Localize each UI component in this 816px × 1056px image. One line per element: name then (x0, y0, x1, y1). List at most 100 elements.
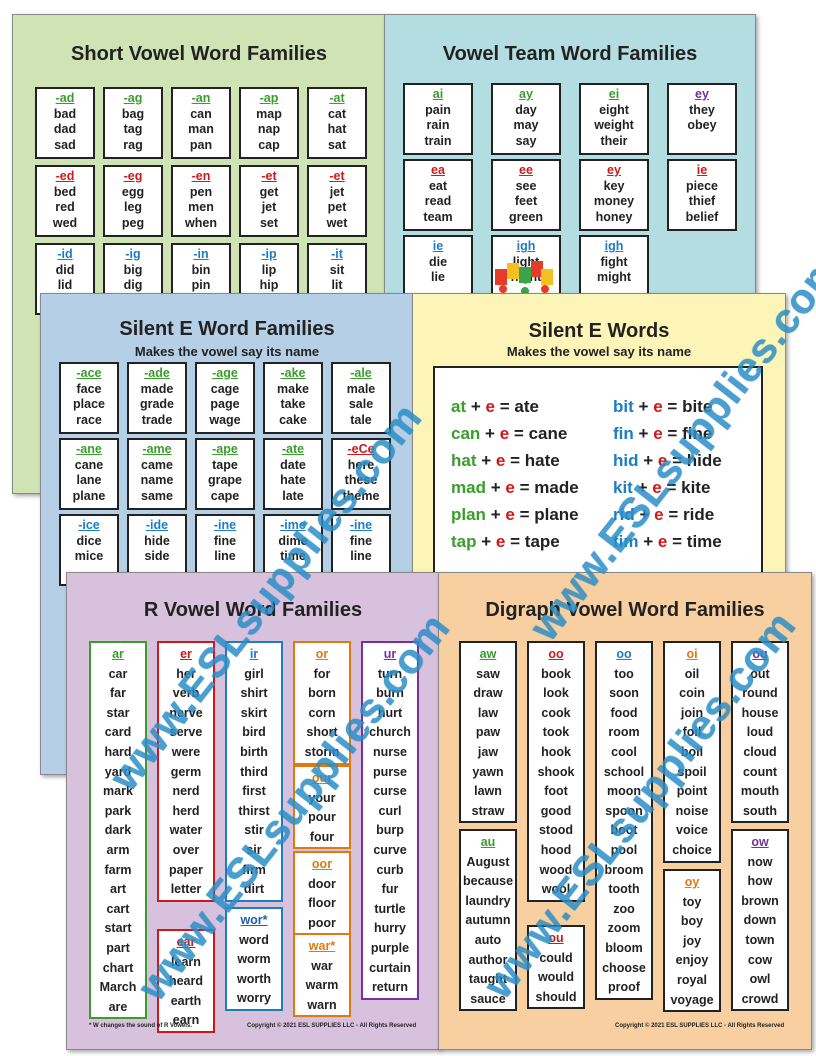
family-word: dime (278, 533, 308, 548)
equals-sign: = (510, 451, 521, 470)
family-word: worth (236, 971, 272, 986)
family-word: lip (261, 262, 277, 277)
plus-sign: + (643, 451, 654, 470)
family-heading: -ime (280, 518, 306, 532)
family-word: first (242, 784, 266, 799)
family-word: pool (610, 842, 638, 857)
family-heading: -ale (350, 366, 372, 380)
family-heading: -et (261, 169, 277, 183)
family-word: belief (685, 209, 719, 224)
family-word: fine (213, 533, 237, 548)
family-word: zoo (613, 901, 635, 916)
family-word: purple (370, 940, 410, 955)
family-heading: -ad (55, 91, 75, 105)
family-word: born (308, 686, 336, 701)
family-word: worm (237, 952, 271, 967)
plus-sign: + (481, 451, 492, 470)
family-heading: ur (383, 647, 397, 661)
family-word: took (542, 725, 570, 740)
family-word: herd (172, 803, 200, 818)
family-word: date (280, 457, 306, 472)
family-word: birth (240, 744, 268, 759)
family-word: hook (541, 744, 571, 759)
family-word: curl (378, 803, 402, 818)
family-word: thief (688, 194, 716, 208)
family-word: spoil (677, 764, 707, 779)
family-word: sat (327, 137, 347, 152)
family-heading: igh (516, 239, 536, 253)
base-word: tap (451, 532, 477, 551)
family-word: four (309, 829, 335, 844)
family-word: how (747, 874, 773, 889)
silent-e-words-title: Silent E Words (528, 320, 670, 342)
family-word: earth (170, 993, 202, 1008)
e-letter: e (653, 397, 663, 416)
family-word: cool (611, 744, 637, 759)
family-word: red (55, 200, 75, 214)
family-heading: -ice (78, 518, 100, 532)
family-heading: -ane (76, 442, 102, 456)
family-word: map (256, 106, 282, 121)
silent-e-equation: fin + e = fine (613, 424, 712, 444)
equals-sign: = (672, 451, 683, 470)
family-heading: wor* (240, 913, 268, 927)
family-word: cane (74, 457, 104, 472)
equals-sign: = (668, 505, 679, 524)
family-word: enjoy (675, 953, 709, 968)
silent-e-equation: plan + e = plane (451, 505, 579, 525)
family-word: lane (76, 473, 102, 487)
family-word: nap (257, 122, 281, 136)
family-word: farm (104, 862, 132, 877)
plus-sign: + (490, 478, 501, 497)
family-word: point (676, 784, 708, 799)
result-word: kite (681, 478, 711, 497)
family-word: foil (682, 725, 702, 740)
family-heading: ee (519, 163, 533, 177)
family-word: star (106, 705, 130, 720)
family-heading: -eCe (347, 442, 375, 456)
plus-sign: + (481, 532, 492, 551)
family-word: plane (72, 488, 106, 503)
family-word: hood (540, 842, 572, 857)
family-heading: -eg (123, 169, 143, 183)
e-letter: e (652, 478, 662, 497)
family-heading: ey (607, 163, 621, 177)
family-word: book (541, 666, 571, 681)
family-word: count (742, 764, 778, 779)
family-word: thirst (238, 803, 270, 818)
family-word: your (308, 790, 336, 805)
family-word: learn (171, 954, 201, 969)
family-word: war (311, 958, 333, 973)
family-word: spoon (605, 803, 643, 818)
family-word: dark (104, 823, 132, 838)
family-word: floor (308, 896, 336, 911)
family-word: boot (610, 823, 638, 838)
silent-e-words-subtitle: Makes the vowel say its name (506, 344, 692, 359)
family-word: coin (679, 686, 705, 701)
family-word: serve (169, 725, 203, 740)
family-word: owl (749, 972, 771, 987)
result-word: ate (514, 397, 539, 416)
family-word: zoom (607, 921, 641, 936)
family-word: eight (599, 102, 629, 117)
family-word: sir (246, 842, 262, 857)
family-word: train (424, 133, 452, 148)
family-word: day (515, 102, 537, 117)
family-word: card (104, 725, 132, 740)
family-word: obey (687, 118, 717, 132)
family-word: school (603, 764, 645, 779)
family-word: mice (74, 549, 104, 563)
family-word: turn (377, 666, 403, 681)
